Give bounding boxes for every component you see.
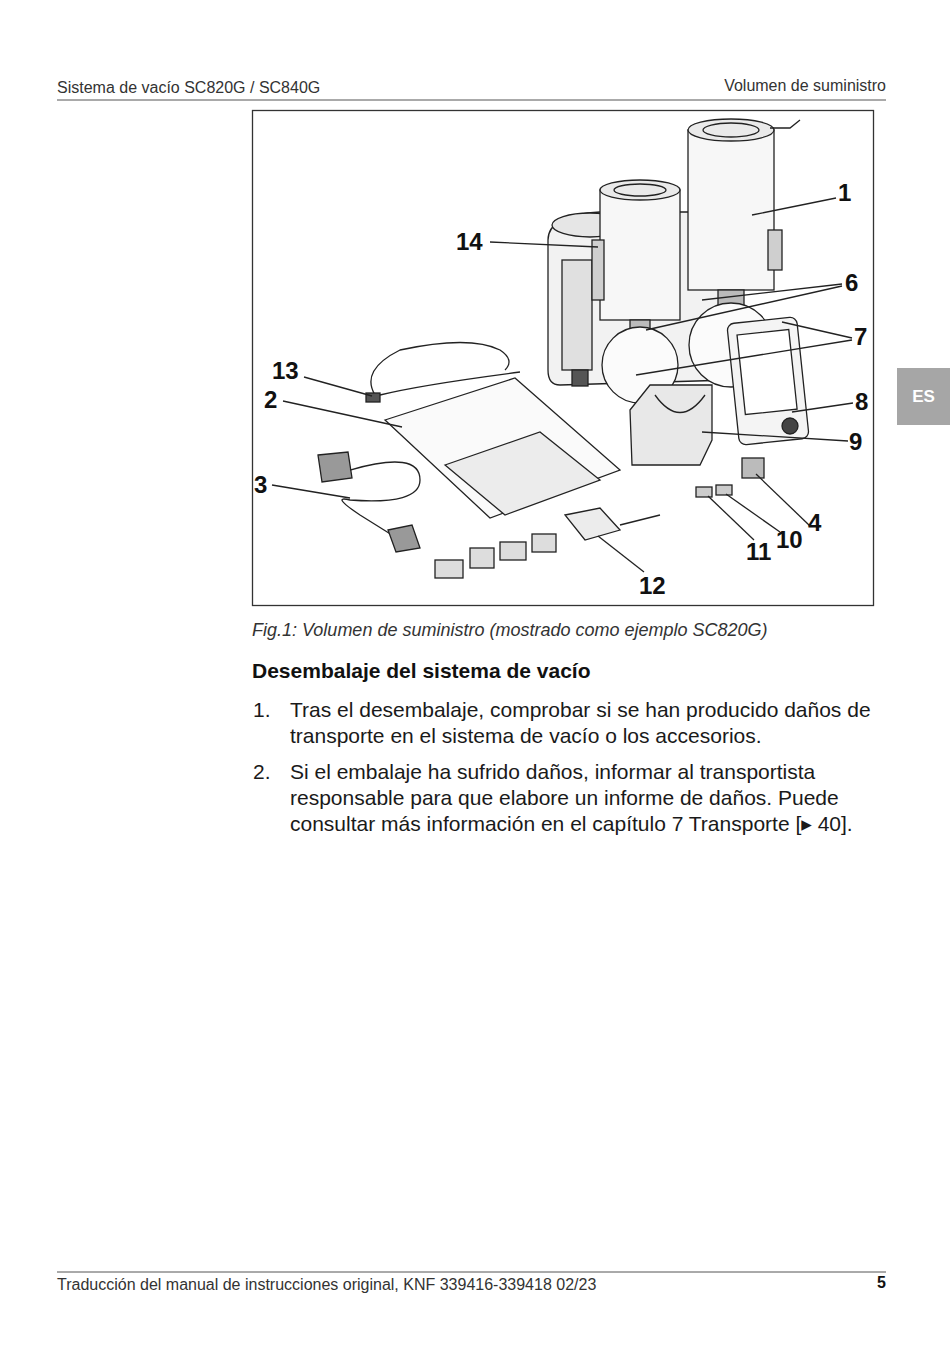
header-text: Volumen de suministro [724,77,886,95]
list-text: Tras el desembalaje, comprobar si se han… [290,697,880,749]
callout-number: 1 [838,179,851,207]
callout-number: 2 [264,386,277,414]
callout-number: 8 [855,388,868,416]
callout-number: 13 [272,357,299,385]
callout-number: 12 [639,572,666,600]
list-text: Si el embalaje ha sufrido daños, informa… [290,759,880,837]
list-number: 1. [253,697,271,723]
callout-number: 11 [746,538,771,566]
callout-number: 6 [845,269,858,297]
figure-caption: Fig.1: Volumen de suministro (mostrado c… [252,620,768,641]
language-tab: ES [897,368,950,425]
callout-number: 9 [849,428,862,456]
section-heading: Desembalaje del sistema de vacío [252,659,591,683]
callout-number: 7 [854,323,867,351]
footer-text: Traducción del manual de instrucciones o… [57,1276,596,1294]
list-number: 2. [253,759,271,785]
page-number: 5 [877,1274,886,1292]
callout-number: 10 [776,526,803,554]
tab-text: ES [912,387,935,407]
callout-number: 4 [808,509,821,537]
header-text: Sistema de vacío SC820G / SC840G [57,79,320,97]
callout-number: 3 [254,471,267,499]
callout-number: 14 [456,228,483,256]
